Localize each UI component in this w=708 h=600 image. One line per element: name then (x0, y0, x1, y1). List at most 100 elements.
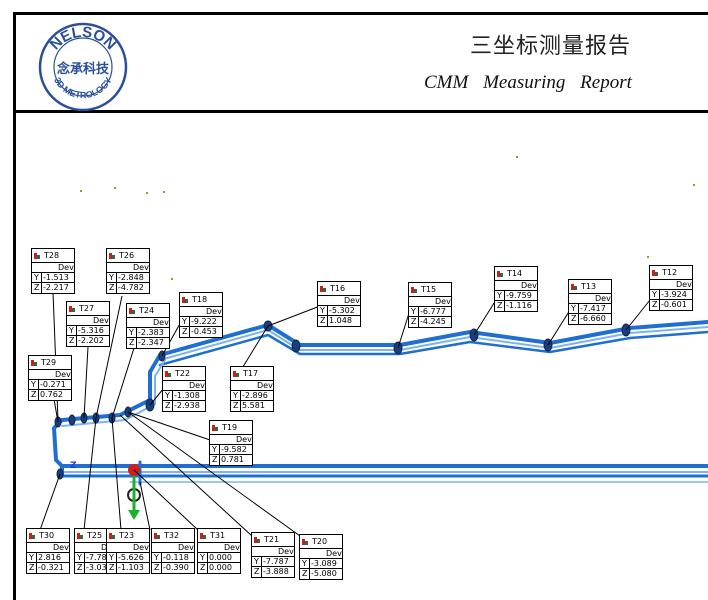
label-name: T16 (330, 284, 346, 293)
label-T27: T27 Dev Y-5.316 Z-2.202 (66, 301, 110, 347)
label-icon (69, 306, 76, 312)
svg-text:Z: Z (70, 461, 77, 471)
label-z: -0.601 (661, 300, 687, 309)
label-name: T15 (421, 285, 437, 294)
label-dev: Dev (257, 381, 273, 390)
label-y: -9.582 (221, 445, 247, 454)
label-y: -5.316 (78, 326, 104, 335)
label-z: 0.000 (209, 563, 232, 572)
label-name: T29 (41, 358, 57, 367)
label-z: -0.321 (38, 563, 64, 572)
label-dev: Dev (206, 307, 222, 316)
label-y: -7.417 (580, 304, 606, 313)
label-icon (254, 537, 261, 543)
label-z: 1.048 (329, 316, 352, 325)
label-y: -2.896 (242, 391, 268, 400)
label-dev: Dev (189, 381, 205, 390)
label-name: T14 (507, 269, 523, 278)
label-z: 0.762 (40, 390, 63, 399)
label-icon (233, 371, 240, 377)
label-icon (571, 284, 578, 290)
label-y: -5.302 (329, 306, 355, 315)
label-dev: Dev (55, 370, 71, 379)
label-dev: Dev (278, 547, 294, 556)
label-T18: T18 Dev Y-9.222 Z-0.453 (179, 292, 223, 338)
label-name: T13 (581, 282, 597, 291)
label-dev: Dev (521, 281, 537, 290)
label-dev: Dev (344, 296, 360, 305)
label-name: T17 (243, 369, 259, 378)
stray-point (693, 184, 695, 186)
label-y: -7.787 (263, 557, 289, 566)
label-icon (109, 533, 116, 539)
label-icon (652, 270, 659, 276)
label-dev: Dev (435, 297, 451, 306)
stray-points (80, 156, 695, 280)
label-dev: Dev (595, 294, 611, 303)
label-dev: Dev (224, 543, 240, 552)
label-name: T18 (192, 295, 208, 304)
label-name: T27 (79, 304, 95, 313)
label-y: -3.924 (661, 290, 687, 299)
label-y: 0.000 (209, 553, 232, 562)
label-icon (182, 297, 189, 303)
label-dev: Dev (676, 280, 692, 289)
stray-point (163, 191, 165, 193)
stray-point (647, 256, 649, 258)
label-T13: T13 Dev Y-7.417 Z-6.660 (568, 279, 612, 325)
label-name: T25 (87, 531, 103, 540)
label-icon (29, 533, 36, 539)
label-icon (34, 253, 41, 259)
label-icon (129, 308, 136, 314)
label-T23: T23 Dev Y-5.626 Z-1.103 (106, 528, 150, 574)
label-y: -2.383 (138, 328, 164, 337)
label-z: -2.202 (78, 336, 104, 345)
label-name: T20 (312, 537, 328, 546)
label-icon (200, 533, 207, 539)
label-dev: Dev (53, 543, 69, 552)
label-T24: T24 Dev Y-2.383 Z-2.347 (126, 303, 170, 349)
report-title-en: CMM Measuring Report (424, 72, 632, 93)
label-name: T23 (119, 531, 135, 540)
label-z: -5.080 (311, 569, 337, 578)
label-T20: T20 Dev Y-3.089 Z-5.080 (299, 534, 343, 580)
label-y: -7.786 (86, 553, 112, 562)
leader-lines (39, 291, 651, 537)
label-z: 0.781 (221, 455, 244, 464)
label-z: 5.581 (242, 401, 265, 410)
logo-cn: 念承科技 (57, 61, 110, 77)
label-icon (411, 287, 418, 293)
label-y: -0.118 (163, 553, 189, 562)
label-icon (212, 425, 219, 431)
label-y: -0.271 (40, 380, 66, 389)
label-z: -2.938 (174, 401, 200, 410)
label-dev: Dev (326, 549, 342, 558)
header-bottom-rule (15, 110, 708, 113)
label-dev: Dev (153, 318, 169, 327)
node (291, 339, 301, 353)
stray-point (146, 192, 148, 194)
label-name: T22 (175, 369, 191, 378)
label-dev: Dev (58, 263, 74, 272)
label-icon (497, 271, 504, 277)
label-icon (302, 539, 309, 545)
label-name: T28 (44, 251, 60, 260)
label-icon (154, 533, 161, 539)
node (68, 414, 76, 426)
label-z: -3.031 (86, 563, 112, 572)
label-icon (320, 286, 327, 292)
label-name: T21 (264, 535, 280, 544)
label-y: -1.308 (174, 391, 200, 400)
coordinate-axes: Z (70, 461, 141, 520)
label-T21: T21 Dev Y-7.787 Z-3.888 (251, 532, 295, 578)
label-dev: Dev (178, 543, 194, 552)
label-y: -3.089 (311, 559, 337, 568)
label-name: T31 (210, 531, 226, 540)
label-icon (165, 371, 172, 377)
